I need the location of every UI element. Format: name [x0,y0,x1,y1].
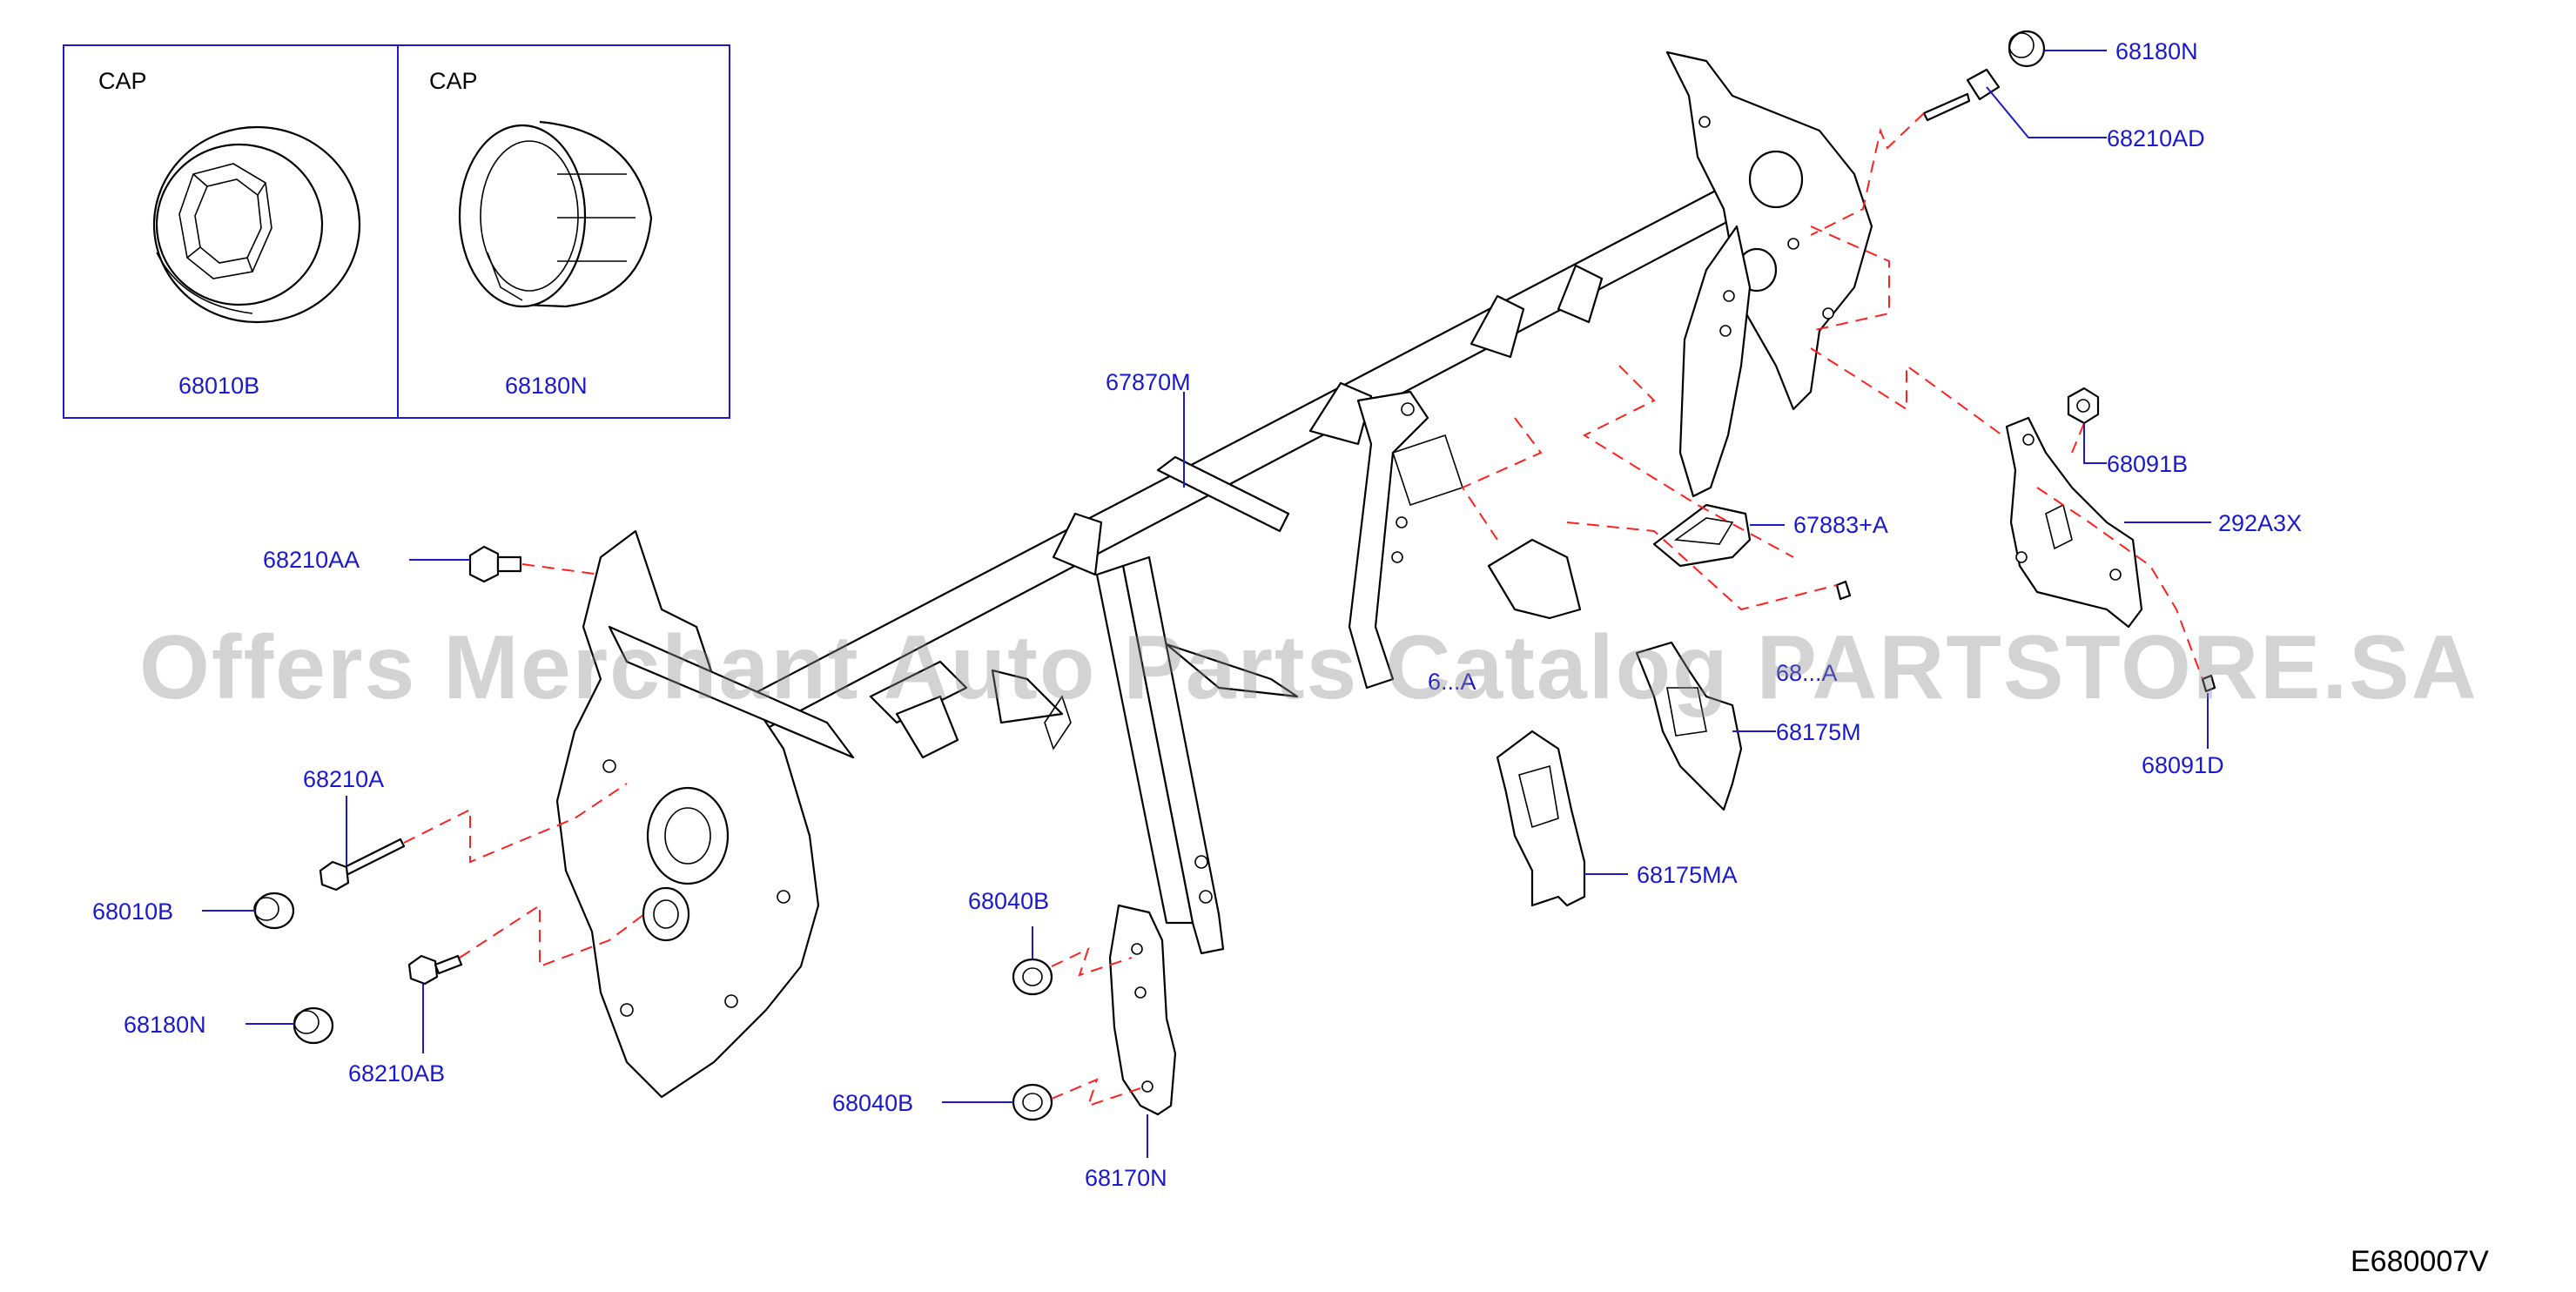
label-68175M: 68175M [1776,719,1861,745]
label-68175MA: 68175MA [1637,862,1738,888]
bracket-68175MA [1496,730,1586,907]
bolt-68210AA [468,545,522,583]
bracket-68175M [1635,641,1743,811]
clip-near-67883A [1835,580,1852,601]
bolt-68210AB [407,954,463,986]
label-obscured-2: 68...A [1776,660,1838,686]
label-68180N-top: 68180N [2115,38,2198,64]
label-68180N-bottom: 68180N [124,1012,206,1038]
bracket-292A3X [2005,416,2143,629]
inset-caption-1: CAP [98,68,147,94]
nut-68040B-top [1012,958,1053,996]
label-67870M: 67870M [1106,369,1191,395]
label-68210AB: 68210AB [348,1060,445,1087]
bracket-68170N [1108,904,1177,1116]
bracket-obscured-1 [1487,538,1582,620]
leader-lines [202,50,2211,1158]
label-68210AD: 68210AD [2107,125,2205,151]
bracket-67883A [1652,503,1752,568]
label-68091B: 68091B [2107,451,2188,477]
inset-caption-2: CAP [429,68,478,94]
part-labels: 68180N 68210AD 67870M 68091B 292A3X 6788… [92,38,2302,1191]
inset-part-68180N: 68180N [505,373,588,399]
cap-68010B-illustration [152,125,361,324]
bolt-68210AD [1922,68,2001,122]
label-68040B-top: 68040B [968,888,1049,914]
bolt-68210A [319,838,406,892]
inset-box: CAP CAP 68010B 68180N [63,44,730,419]
label-292A3X: 292A3X [2218,510,2302,536]
label-68091D: 68091D [2142,752,2224,778]
nut-68091B [2067,387,2100,425]
label-67883A: 67883+A [1793,512,1888,538]
screw-68091D [2201,674,2216,693]
cap-68180N-top [2008,30,2046,68]
label-68210AA: 68210AA [263,547,360,573]
cap-68180N-bottom [293,1006,334,1045]
label-68170N: 68170N [1085,1165,1167,1191]
steering-member-67870M [555,50,1873,1099]
label-68040B-bottom: 68040B [832,1090,913,1116]
inset-part-68010B: 68010B [178,373,259,399]
cap-68010B-small [253,892,295,930]
nut-68040B-bottom [1012,1083,1053,1121]
reference-code: E680007V [2351,1245,2489,1278]
label-obscured-1: 6...A [1428,669,1476,695]
label-68010B: 68010B [92,898,173,925]
cap-68180N-illustration [458,120,653,308]
assembly-dashed-lines [403,112,2203,1107]
label-68210A: 68210A [303,766,384,792]
watermark-text: Offers Merchant Auto Parts Catalog PARTS… [139,617,2478,718]
